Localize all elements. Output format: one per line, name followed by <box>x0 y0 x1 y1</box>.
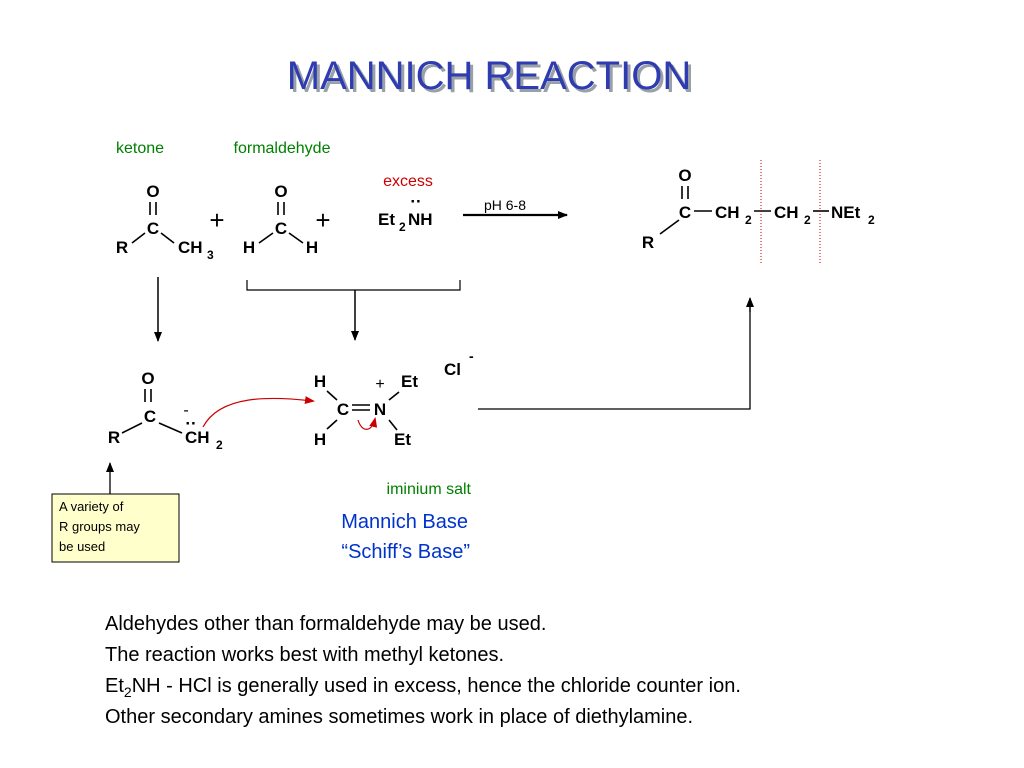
ketone-oxygen: O <box>146 182 159 201</box>
nucleophilic-attack-arrow <box>202 396 315 428</box>
title-shadow: MANNICH REACTION <box>290 57 694 101</box>
electron-shift-arrow <box>357 417 378 430</box>
product-path-line <box>478 299 751 410</box>
note-line-4: Other secondary amines sometimes work in… <box>105 706 693 728</box>
ketone-structure: O C R CH 3 <box>116 182 214 262</box>
mannich-base-label: Mannich Base <box>341 511 468 533</box>
r-groups-callout-box <box>51 493 180 563</box>
iminium-nitrogen: N <box>374 400 386 419</box>
product-ch2-subscript-1: 2 <box>745 213 752 227</box>
amine-lone-pair: ·· <box>410 192 421 211</box>
iminium-carbon: C <box>337 400 349 419</box>
formaldehyde-structure: O C H H <box>243 182 318 257</box>
ketone-ch: CH <box>178 238 203 257</box>
formaldehyde-label: formaldehyde <box>234 140 331 157</box>
reagent-bracket <box>246 280 461 291</box>
note-line-3: Et2NH - HCl is generally used in excess,… <box>105 675 741 700</box>
ketone-r-group: R <box>116 238 128 257</box>
diethylamine: ·· Et 2 NH <box>378 192 433 234</box>
page-title: MANNICH REACTION <box>287 54 691 98</box>
schiffs-base-label: “Schiff’s Base” <box>341 541 470 563</box>
iminium-h-bottom: H <box>314 430 326 449</box>
product-r-group: R <box>642 233 654 252</box>
product-ch2-subscript-2: 2 <box>804 213 811 227</box>
callout-line-2: R groups may <box>59 519 140 534</box>
formaldehyde-h-left: H <box>243 238 255 257</box>
iminium-structure: H C N + H Et Et <box>314 372 418 449</box>
chloride-negative-charge: - <box>469 348 474 364</box>
note-line-2: The reaction works best with methyl keto… <box>105 644 504 666</box>
enolate-oxygen: O <box>141 369 154 388</box>
enolate-carbon: C <box>144 407 156 426</box>
product-ch-2: CH <box>774 203 799 222</box>
formaldehyde-h-right: H <box>306 238 318 257</box>
product-structure: O C R CH 2 CH 2 NEt 2 <box>642 166 875 252</box>
callout-line-3: be used <box>59 539 105 554</box>
amine-subscript: 2 <box>399 220 406 234</box>
iminium-positive-charge: + <box>375 376 384 393</box>
product-net: NEt <box>831 203 861 222</box>
iminium-salt-label: iminium salt <box>387 481 472 498</box>
excess-label: excess <box>383 173 433 190</box>
chloride-ion: Cl <box>444 360 461 379</box>
enolate-lone-pair: ·· <box>185 414 196 433</box>
notes-block: Aldehydes other than formaldehyde may be… <box>105 613 741 728</box>
iminium-et-bottom: Et <box>394 430 411 449</box>
plus-sign-2: + <box>315 205 330 235</box>
callout-line-1: A variety of <box>59 499 124 514</box>
ketone-carbon: C <box>147 219 159 238</box>
enolate-ch: CH <box>185 428 210 447</box>
formaldehyde-oxygen: O <box>274 182 287 201</box>
amine-nh: NH <box>408 210 433 229</box>
enolate-negative-charge: - <box>183 402 188 419</box>
formaldehyde-carbon: C <box>275 219 287 238</box>
product-net2-subscript: 2 <box>868 213 875 227</box>
enolate-structure: O C R - ·· CH 2 <box>108 369 223 452</box>
amine-et: Et <box>378 210 395 229</box>
plus-sign-1: + <box>209 205 224 235</box>
note-line-1: Aldehydes other than formaldehyde may be… <box>105 613 546 635</box>
iminium-h-top: H <box>314 372 326 391</box>
iminium-et-top: Et <box>401 372 418 391</box>
enolate-ch2-subscript: 2 <box>216 438 223 452</box>
product-carbon: C <box>679 203 691 222</box>
product-oxygen: O <box>678 166 691 185</box>
ketone-ch3-subscript: 3 <box>207 248 214 262</box>
ketone-label: ketone <box>116 140 164 157</box>
conditions-label: pH 6-8 <box>484 197 526 213</box>
enolate-r-group: R <box>108 428 120 447</box>
product-ch-1: CH <box>715 203 740 222</box>
